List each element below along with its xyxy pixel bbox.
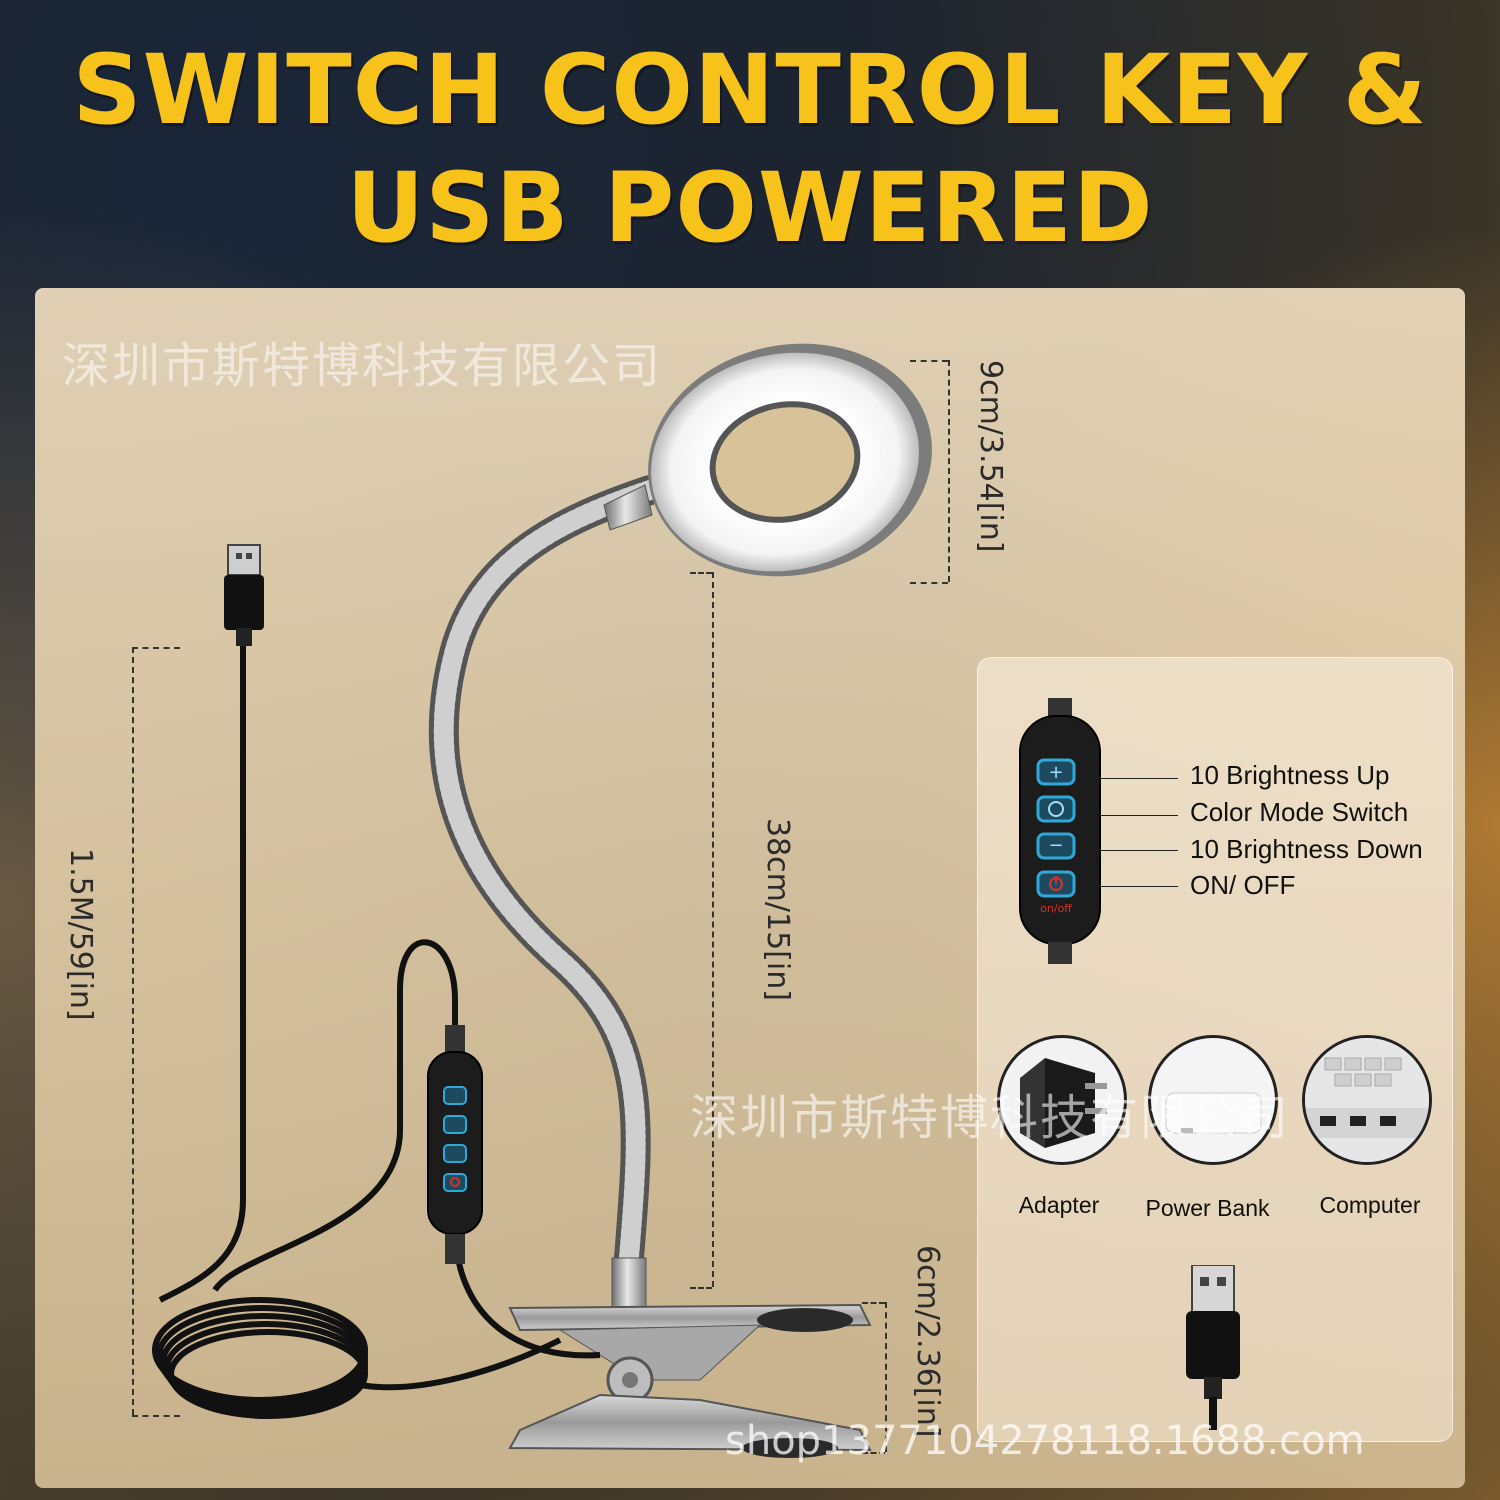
clip-dimension-label: 6cm/2.36[in]	[910, 1245, 945, 1438]
leader-onoff	[1100, 886, 1178, 887]
onoff-text: on/off	[1040, 902, 1072, 915]
label-brightness-down: 10 Brightness Down	[1190, 834, 1423, 864]
watermark-top: 深圳市斯特博科技有限公司	[62, 338, 663, 394]
title-line-2: USB POWERED	[346, 152, 1154, 264]
label-color-mode-switch: Color Mode Switch	[1190, 797, 1409, 827]
cable-dimension-line	[132, 647, 134, 1415]
neck-dimension-label: 38cm/15[in]	[760, 818, 795, 1001]
power-bank-icon	[1148, 1035, 1278, 1165]
adapter-icon	[997, 1035, 1127, 1165]
leader-brightness-up	[1100, 778, 1178, 779]
ring-dimension-line	[948, 360, 950, 582]
svg-text:+: +	[1048, 762, 1063, 783]
svg-text:−: −	[1048, 835, 1063, 856]
controller-closeup: + − on/off	[1019, 698, 1101, 964]
power-bank-label: Power Bank	[1145, 1195, 1270, 1221]
label-brightness-up: 10 Brightness Up	[1190, 760, 1390, 790]
watermark-shop-url: shop1377104278118.1688.com	[725, 1418, 1365, 1464]
label-on-off: ON/ OFF	[1190, 870, 1296, 900]
watermark-middle: 深圳市斯特博科技有限公司	[690, 1090, 1291, 1146]
leader-brightness-down	[1100, 850, 1178, 851]
computer-label: Computer	[1319, 1192, 1421, 1218]
cable-dimension-label: 1.5M/59[in]	[63, 848, 98, 1021]
clip-dimension-line	[885, 1302, 887, 1452]
laptop-icon	[1302, 1035, 1432, 1165]
adapter-label: Adapter	[1018, 1192, 1100, 1218]
ring-dimension-label: 9cm/3.54[in]	[973, 360, 1008, 553]
title-line-1: SWITCH CONTROL KEY &	[72, 34, 1428, 146]
neck-dimension-line	[712, 572, 714, 1287]
leader-color-mode	[1100, 815, 1178, 816]
usb-plug-icon	[1186, 1265, 1240, 1430]
